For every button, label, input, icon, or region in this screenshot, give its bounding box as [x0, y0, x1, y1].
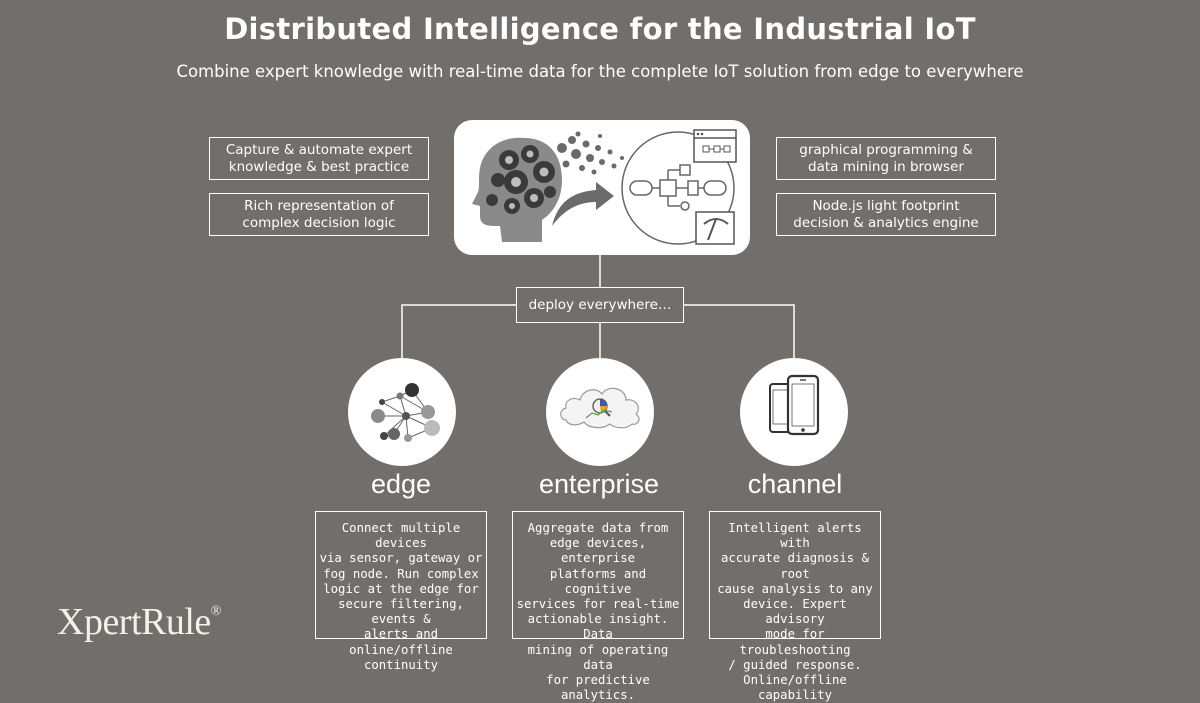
mobile-devices-icon: [740, 358, 848, 466]
enterprise-icon-circle: [546, 358, 654, 466]
logo-registered-mark: ®: [211, 604, 221, 619]
feature-decision-logic: Rich representation of complex decision …: [209, 193, 429, 236]
hero-panel: [454, 120, 750, 255]
xpertrule-logo: XpertRule®: [57, 600, 221, 644]
cloud-analytics-icon: [546, 358, 654, 466]
channel-description: Intelligent alerts with accurate diagnos…: [709, 511, 881, 639]
feature-capture-knowledge: Capture & automate expert knowledge & be…: [209, 137, 429, 180]
edge-description: Connect multiple devices via sensor, gat…: [315, 511, 487, 639]
deploy-everywhere-label: deploy everywhere…: [516, 287, 684, 323]
channel-title: channel: [705, 469, 885, 500]
edge-icon-circle: [348, 358, 456, 466]
feature-capture-knowledge-label: Capture & automate expert knowledge & be…: [226, 142, 412, 176]
pickaxe-icon: [696, 212, 734, 244]
feature-nodejs-engine: Node.js light footprint decision & analy…: [776, 193, 996, 236]
edge-title: edge: [311, 469, 491, 500]
network-nodes-icon: [348, 358, 456, 466]
logo-text: XpertRule: [57, 601, 211, 643]
enterprise-description: Aggregate data from edge devices, enterp…: [512, 511, 684, 639]
feature-graphical-programming: graphical programming & data mining in b…: [776, 137, 996, 180]
deploy-everywhere-text: deploy everywhere…: [529, 297, 672, 314]
page-title: Distributed Intelligence for the Industr…: [0, 12, 1200, 46]
browser-icon: [694, 130, 736, 162]
channel-icon-circle: [740, 358, 848, 466]
hero-illustration: [454, 120, 750, 255]
page-subtitle: Combine expert knowledge with real-time …: [0, 62, 1200, 81]
feature-decision-logic-label: Rich representation of complex decision …: [242, 198, 395, 232]
feature-nodejs-engine-label: Node.js light footprint decision & analy…: [793, 198, 978, 232]
enterprise-title: enterprise: [509, 469, 689, 500]
feature-graphical-programming-label: graphical programming & data mining in b…: [799, 142, 972, 176]
